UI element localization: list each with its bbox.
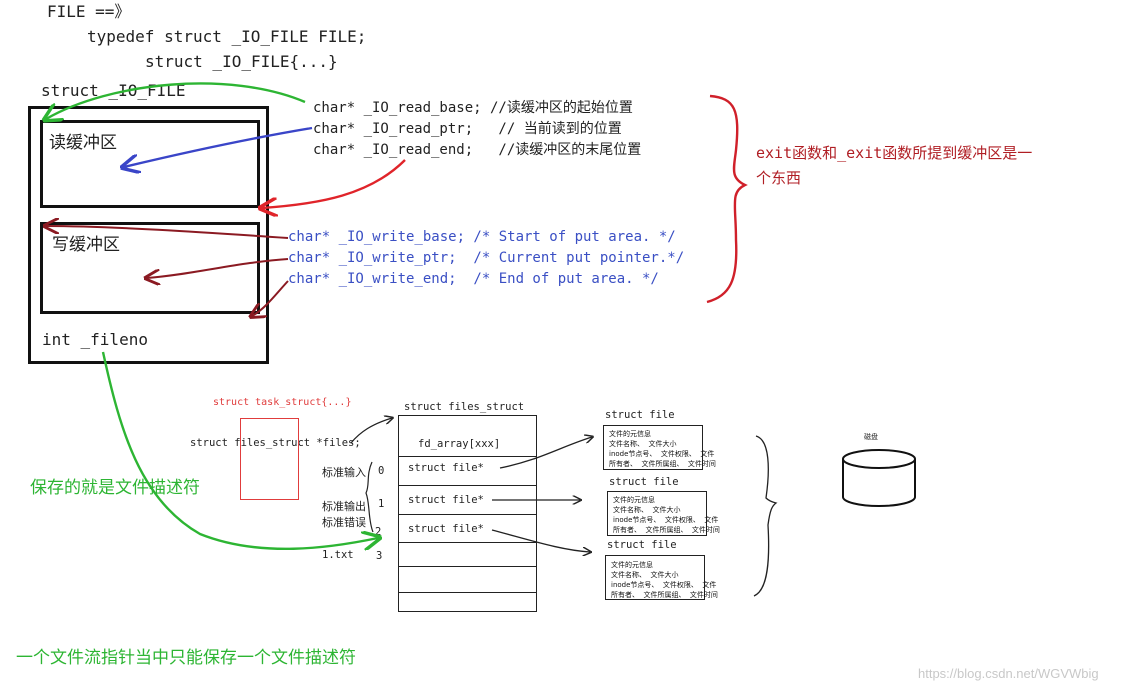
task-struct-box <box>240 418 299 500</box>
fd-brace <box>365 461 374 533</box>
stdout-label: 标准输出 <box>322 500 366 513</box>
fd-array-label: fd_array[xxx] <box>418 438 501 450</box>
files-struct-title: struct files_struct <box>404 401 525 413</box>
struct-file-brace <box>753 435 778 597</box>
write-field-base: char* _IO_write_base; /* Start of put ar… <box>288 229 676 245</box>
struct-file-info-1: 文件的元信息 文件名称、 文件大小 inode节点号、 文件权限、 文件 所有者… <box>609 430 716 468</box>
bottom-note: 一个文件流指针当中只能保存一个文件描述符 <box>16 648 356 668</box>
stderr-label: 标准错误 <box>322 516 366 529</box>
struct-file-box-1 <box>603 425 703 470</box>
fd-entry-1: struct file* <box>408 494 484 506</box>
fd-index-0: 0 <box>378 465 385 477</box>
header-line-2: typedef struct _IO_FILE FILE; <box>87 27 367 46</box>
read-field-base: char* _IO_read_base; //读缓冲区的起始位置 <box>313 100 633 116</box>
read-field-ptr: char* _IO_read_ptr; // 当前读到的位置 <box>313 121 622 137</box>
struct-file-title-1: struct file <box>605 409 675 421</box>
arrow-read-end <box>262 159 406 208</box>
struct-file-info-2: 文件的元信息 文件名称、 文件大小 inode节点号、 文件权限、 文件 所有者… <box>613 496 720 534</box>
fd-index-2: 2 <box>375 526 382 538</box>
watermark: https://blog.csdn.net/WGVWbig <box>918 666 1099 681</box>
header-line-1: FILE ==》 <box>47 2 131 21</box>
struct-file-box-2 <box>607 491 707 536</box>
struct-file-title-3: struct file <box>607 539 677 551</box>
files-struct-table <box>398 415 537 612</box>
file-label: 1.txt <box>322 549 354 561</box>
write-buffer-label: 写缓冲区 <box>52 235 120 255</box>
fileno-label: int _fileno <box>42 330 148 349</box>
disk-icon <box>842 449 916 507</box>
io-file-title: struct _IO_FILE <box>41 81 186 100</box>
write-field-end: char* _IO_write_end; /* End of put area.… <box>288 271 659 287</box>
task-struct-title: struct task_struct{...} <box>213 397 352 408</box>
struct-file-info-3: 文件的元信息 文件名称、 文件大小 inode节点号、 文件权限、 文件 所有者… <box>611 561 718 599</box>
write-field-ptr: char* _IO_write_ptr; /* Current put poin… <box>288 250 685 266</box>
struct-file-title-2: struct file <box>609 476 679 488</box>
exit-brace <box>706 94 748 304</box>
struct-file-box-3 <box>605 555 705 600</box>
exit-note-line-1: exit函数和_exit函数所提到缓冲区是一 <box>756 144 1033 162</box>
fd-entry-0: struct file* <box>408 462 484 474</box>
fd-index-3: 3 <box>376 550 383 562</box>
header-line-3: struct _IO_FILE{...} <box>145 52 338 71</box>
fd-note: 保存的就是文件描述符 <box>30 478 200 498</box>
stdin-label: 标准输入 <box>322 466 366 479</box>
read-buffer-label: 读缓冲区 <box>49 133 117 153</box>
fd-entry-2: struct file* <box>408 523 484 535</box>
exit-note-line-2: 个东西 <box>756 169 802 187</box>
read-field-end: char* _IO_read_end; //读缓冲区的末尾位置 <box>313 142 642 158</box>
fd-index-1: 1 <box>378 498 385 510</box>
disk-label: 磁盘 <box>864 433 878 441</box>
